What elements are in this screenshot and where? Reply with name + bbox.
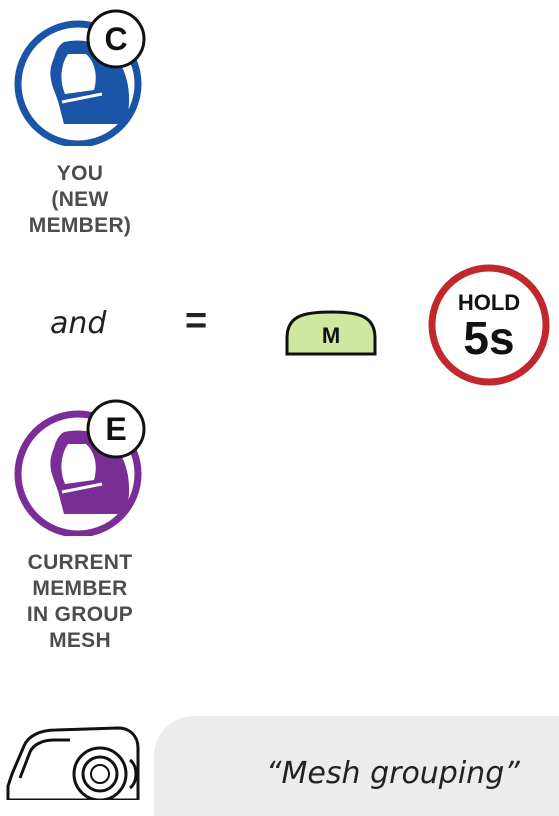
button-shape	[285, 310, 377, 356]
label-line: (NEW	[51, 188, 109, 211]
helmet-visor	[61, 54, 96, 94]
badge-letter: C	[104, 21, 127, 57]
current-member-label: CURRENT MEMBER IN GROUP MESH	[0, 550, 160, 654]
hold-word: HOLD	[458, 290, 520, 315]
helmet-visor	[61, 444, 96, 484]
label-line: MEMBER)	[28, 214, 132, 237]
button-label: M	[322, 323, 340, 348]
badge-circle	[86, 9, 146, 69]
label-line: MESH	[49, 629, 111, 652]
badge-circle	[86, 399, 146, 459]
hold-duration: 5s	[463, 312, 514, 364]
equals-sign: =	[185, 300, 208, 342]
badge-letter: E	[105, 411, 126, 447]
current-member-helmet-icon: E	[14, 399, 146, 536]
headset-device-icon	[6, 726, 140, 800]
m-button[interactable]: M	[283, 308, 379, 358]
new-member-helmet-icon: C	[14, 9, 146, 146]
and-connector: and	[50, 306, 107, 341]
label-line: MEMBER	[32, 577, 128, 600]
hold-ring	[428, 264, 550, 386]
voice-prompt-bubble: “Mesh grouping”	[154, 716, 559, 816]
label-line: IN GROUP	[26, 603, 134, 626]
voice-prompt-text: “Mesh grouping”	[266, 756, 520, 791]
label-line: YOU	[56, 162, 104, 185]
new-member-label: YOU (NEW MEMBER)	[0, 161, 160, 239]
label-line: CURRENT	[27, 551, 133, 574]
hold-duration-badge: HOLD 5s	[428, 264, 550, 386]
